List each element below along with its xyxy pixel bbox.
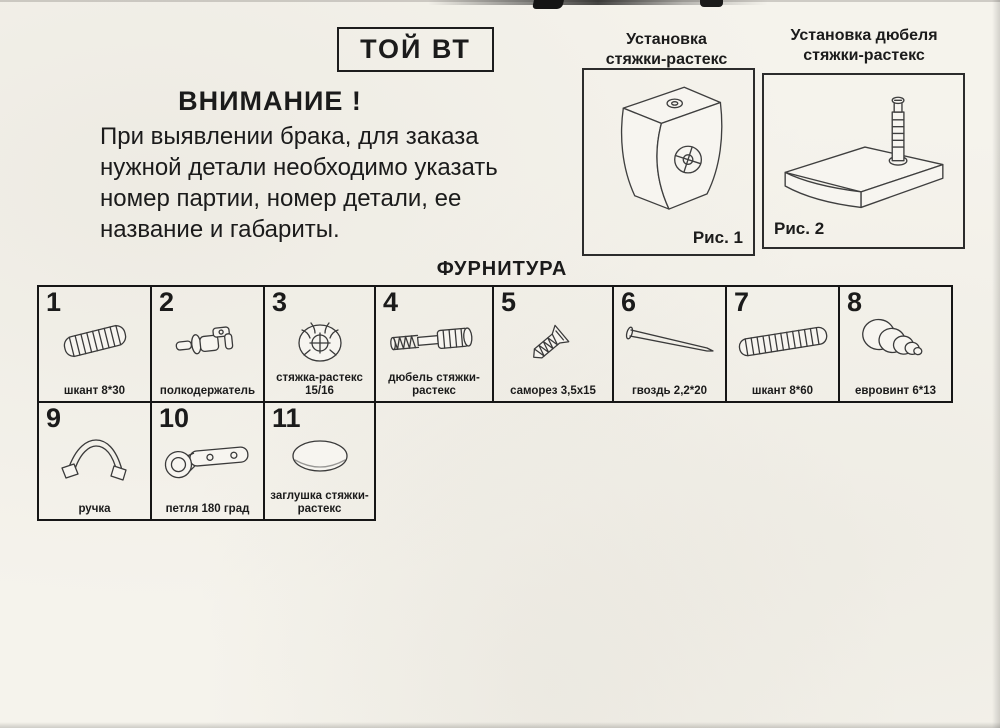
cam-lock-installation-drawing	[584, 72, 753, 230]
item-label: заглушка стяжки-растекс	[270, 489, 369, 515]
item-number: 7	[734, 287, 750, 317]
brand-title: ТОЙ ВТ	[360, 34, 471, 64]
item-number: 10	[159, 403, 190, 433]
cam-dowel-icon	[376, 287, 492, 401]
item-label: шкант 8*60	[751, 384, 814, 397]
item-label: стяжка-растекс 15/16	[276, 371, 363, 397]
dowel-long-icon	[727, 287, 838, 401]
hardware-item-11: 11 заглушка стяжки-растекс	[263, 401, 376, 521]
hardware-item-4: 4 дюбель стяжки-расте	[374, 285, 494, 403]
item-label: петля 180 град	[165, 502, 250, 515]
hardware-item-10: 10 петля 180 град	[150, 401, 265, 521]
item-label: гвоздь 2,2*20	[631, 384, 708, 397]
item-number: 1	[46, 287, 62, 317]
item-label: шкант 8*30	[63, 384, 126, 397]
shelf-support-icon	[152, 287, 263, 401]
figure1-box: Рис. 1	[582, 68, 755, 256]
hardware-item-3: 3 стяжка-растекс 15/16	[263, 285, 376, 403]
scan-artifact	[532, 0, 564, 9]
item-label: евровинт 6*13	[854, 384, 937, 397]
cam-dowel-installation-drawing	[764, 77, 963, 223]
item-label: саморез 3,5х15	[510, 384, 596, 397]
scan-artifact	[992, 0, 1000, 728]
figure1-heading: Установка стяжки-растекс	[605, 31, 728, 68]
hardware-row-2: 9 ручка 10	[37, 401, 953, 521]
hardware-item-8: 8 евровинт 6*13	[838, 285, 953, 403]
item-label: ручка	[78, 502, 111, 515]
hinge-icon	[152, 403, 263, 519]
scan-artifact	[0, 0, 1000, 2]
dowel-icon	[39, 287, 150, 401]
euro-screw-icon	[840, 287, 951, 401]
scan-artifact	[0, 722, 1000, 728]
hardware-section-title: ФУРНИТУРА	[436, 258, 568, 280]
warning-text: При выявлении брака, для заказа нужной д…	[100, 123, 498, 243]
screw-icon	[494, 287, 612, 401]
hardware-item-7: 7 шкант 8*60	[725, 285, 840, 403]
item-number: 3	[272, 287, 288, 317]
item-number: 2	[159, 287, 175, 317]
figure1-caption: Рис. 1	[692, 228, 743, 247]
item-number: 8	[847, 287, 863, 317]
handle-icon	[39, 403, 150, 519]
nail-icon	[614, 287, 725, 401]
figure2-heading: Установка дюбеля стяжки-растекс	[790, 27, 938, 64]
scan-artifact	[700, 0, 723, 7]
item-label: дюбель стяжки-растекс	[388, 371, 480, 397]
hardware-table: 1 шкант 8*30 2	[37, 285, 953, 521]
item-number: 5	[501, 287, 517, 317]
hardware-item-9: 9 ручка	[37, 401, 152, 521]
figure2-box: Рис. 2	[762, 73, 965, 249]
warning-title: ВНИМАНИЕ !	[178, 86, 362, 116]
hardware-item-2: 2 полкодержатель	[150, 285, 265, 403]
item-label: полкодержатель	[159, 384, 256, 397]
scan-artifact	[428, 0, 768, 5]
item-number: 11	[272, 403, 301, 433]
hardware-item-6: 6 гвоздь 2,2*20	[612, 285, 727, 403]
hardware-row-1: 1 шкант 8*30 2	[37, 285, 953, 403]
brand-title-box: ТОЙ ВТ	[337, 27, 494, 72]
item-number: 6	[621, 287, 637, 317]
item-number: 9	[46, 403, 62, 433]
hardware-item-1: 1 шкант 8*30	[37, 285, 152, 403]
figure2-caption: Рис. 2	[774, 219, 825, 238]
item-number: 4	[383, 287, 399, 317]
cap-icon	[265, 403, 374, 519]
hardware-item-5: 5 саморез 3,5х15	[492, 285, 614, 403]
cam-lock-icon	[265, 287, 374, 401]
